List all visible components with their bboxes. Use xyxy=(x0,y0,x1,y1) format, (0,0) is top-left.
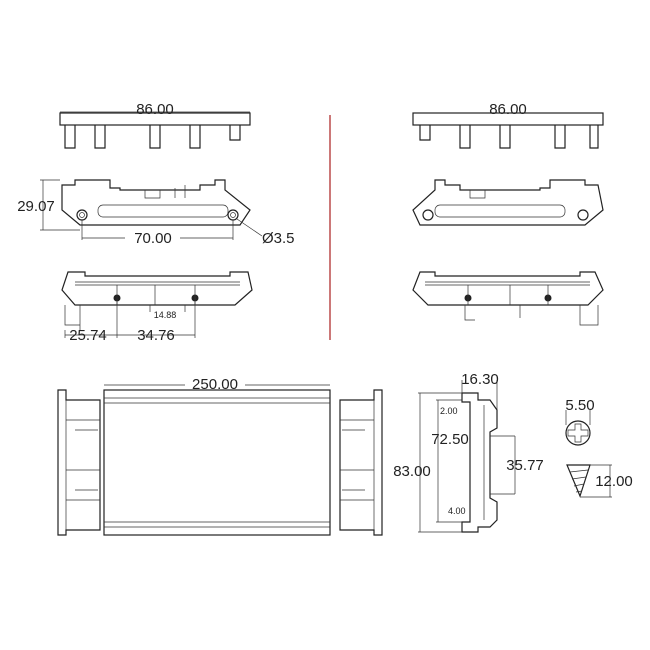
right-end-cap xyxy=(339,389,383,536)
dim-profile-depth: 16.30 xyxy=(461,371,499,388)
dim-left-top-width: 86.00 xyxy=(136,101,174,118)
left-end-cap xyxy=(57,389,101,536)
right-side-view xyxy=(412,179,604,226)
dim-inner-height: 72.50 xyxy=(431,431,469,448)
right-top-view xyxy=(412,112,604,149)
dim-offset-small: 14.88 xyxy=(154,310,177,320)
dim-hole-spacing: 70.00 xyxy=(134,230,172,247)
dim-rail-width: 35.77 xyxy=(506,457,544,474)
right-bottom-view xyxy=(412,271,604,326)
profile-front-view xyxy=(103,384,331,536)
dim-hole-diameter: Ø3.5 xyxy=(262,230,295,247)
dim-lip-top: 2.00 xyxy=(440,406,458,416)
dim-offset-left: 25.74 xyxy=(69,327,107,344)
screw-drawing xyxy=(565,410,612,498)
profile-cross-section xyxy=(418,380,516,533)
dim-right-top-width: 86.00 xyxy=(489,101,527,118)
left-side-view xyxy=(40,179,263,240)
dim-height: 29.07 xyxy=(17,198,55,215)
dim-lip-bottom: 4.00 xyxy=(448,506,466,516)
left-top-view xyxy=(59,111,251,149)
dim-offset-mid: 34.76 xyxy=(137,327,175,344)
dim-profile-length: 250.00 xyxy=(192,376,238,393)
left-bottom-view xyxy=(61,271,253,338)
dim-screw-head: 5.50 xyxy=(565,397,594,414)
dim-screw-length: 12.00 xyxy=(595,473,633,490)
dim-total-height: 83.00 xyxy=(393,463,431,480)
